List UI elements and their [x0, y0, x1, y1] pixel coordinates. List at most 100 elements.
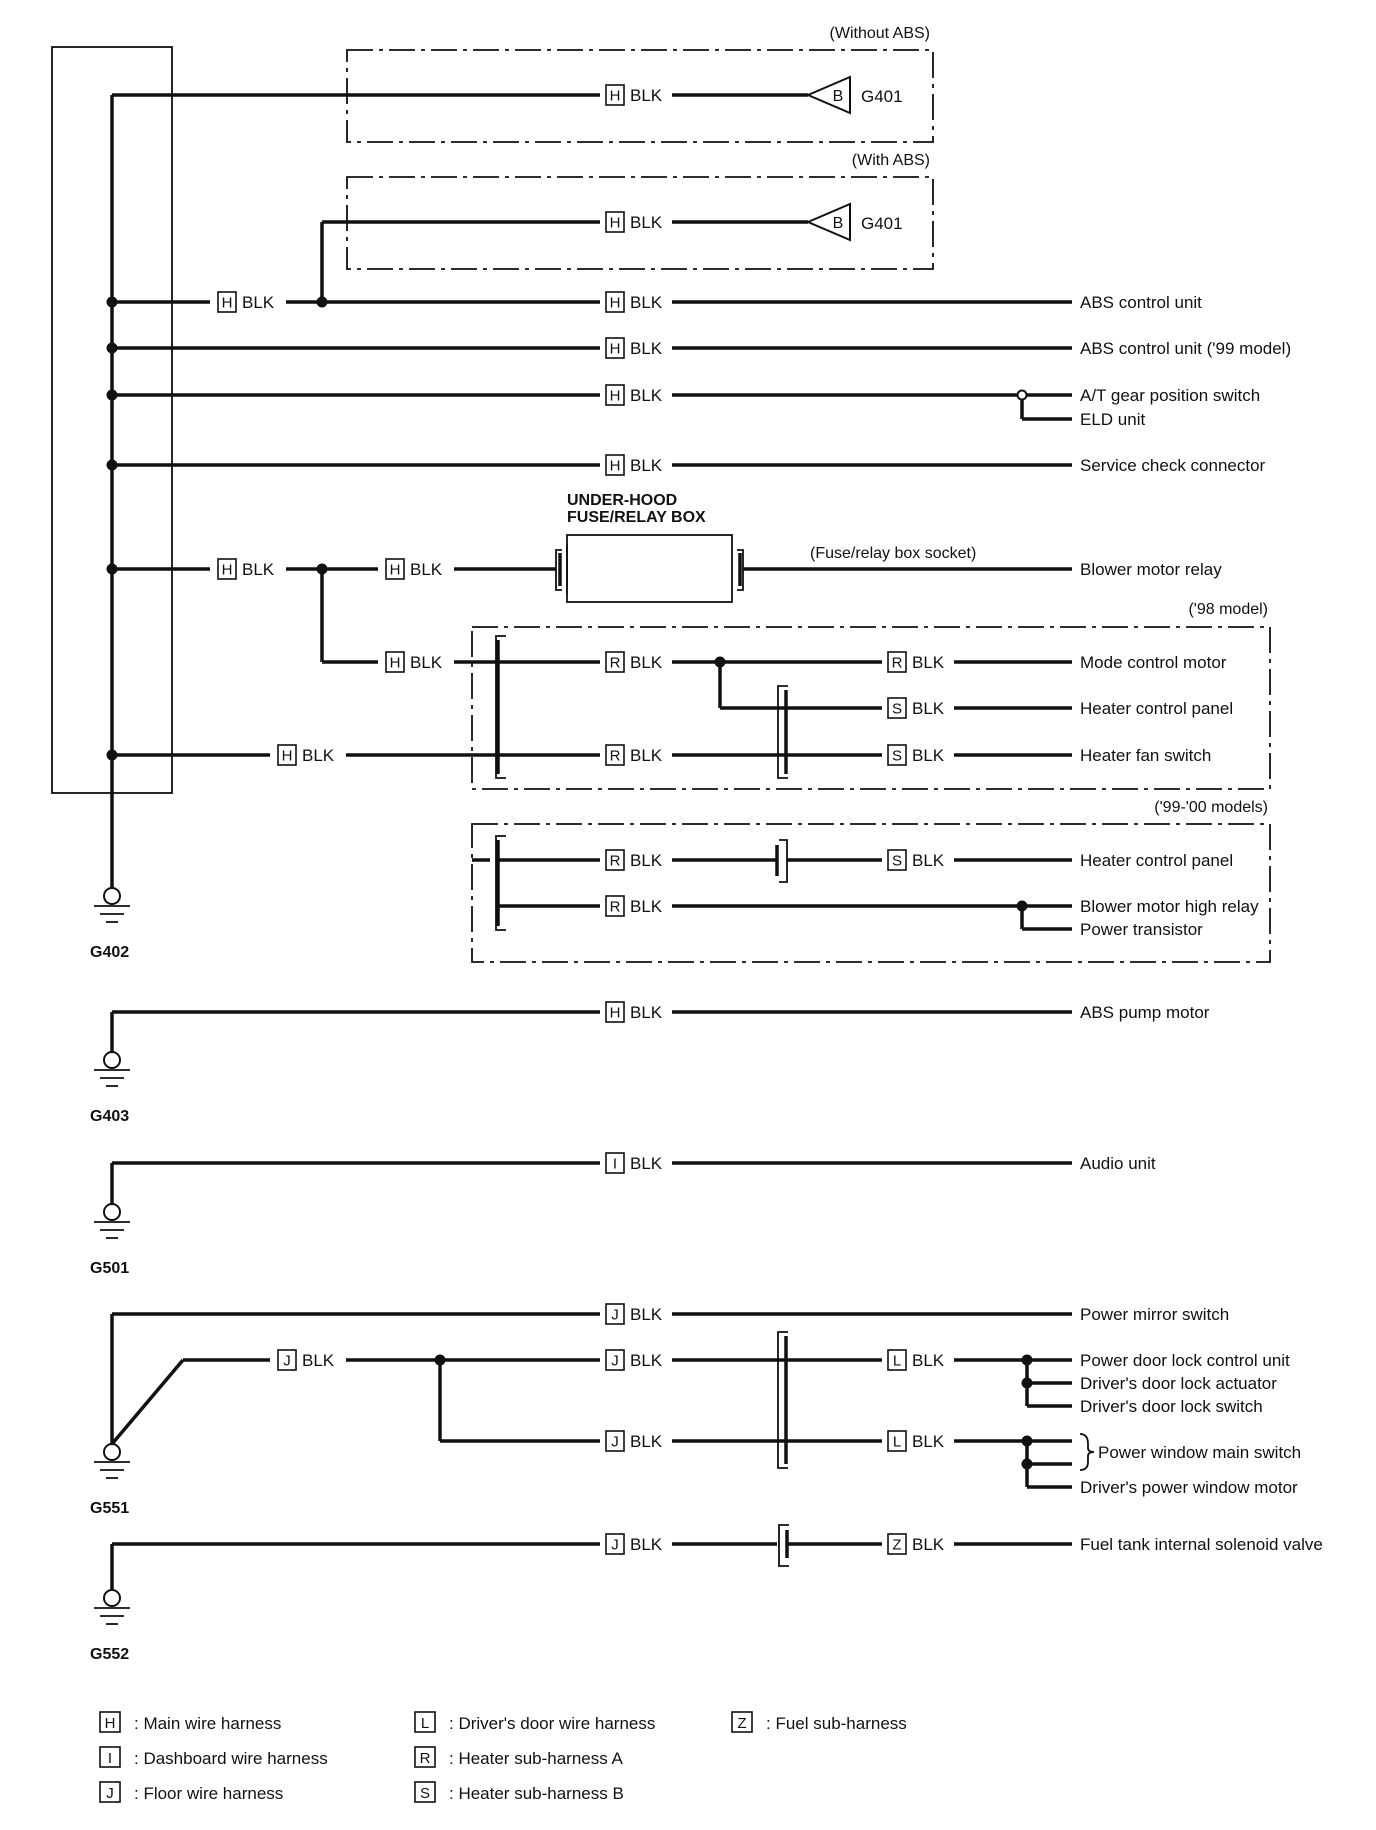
wire-color-label: BLK: [630, 213, 663, 232]
section-label-without-abs: (Without ABS): [830, 25, 930, 42]
dest-blower-motor-high-relay: Blower motor high relay: [1080, 897, 1259, 916]
ground-symbol-g401-b: B: [805, 202, 851, 242]
wire-color-label: BLK: [630, 897, 663, 916]
ground-symbol-g401-a: B: [805, 75, 851, 115]
harness-code: R: [892, 655, 903, 672]
wire-color-label: BLK: [912, 1351, 945, 1370]
harness-code: L: [893, 1434, 901, 1451]
harness-code: J: [611, 1353, 619, 1370]
dest-blower-motor-relay: Blower motor relay: [1080, 560, 1222, 579]
dest-power-window-main-switch: Power window main switch: [1098, 1443, 1301, 1462]
dest-heater-control-panel-99: Heater control panel: [1080, 851, 1233, 870]
section-99-00-models: ('99-'00 models): [471, 799, 1271, 963]
wire-color-label: BLK: [630, 1432, 663, 1451]
dest-heater-control-panel-98: Heater control panel: [1080, 699, 1233, 718]
harness-code: L: [893, 1353, 901, 1370]
wire-color-label: BLK: [410, 560, 443, 579]
harness-code: H: [610, 215, 621, 232]
harness-code: I: [613, 1156, 617, 1173]
harness-code: H: [222, 295, 233, 312]
section-label-with-abs: (With ABS): [852, 152, 930, 169]
wire-color-label: BLK: [302, 746, 335, 765]
harness-code: H: [390, 562, 401, 579]
dest-mode-control-motor: Mode control motor: [1080, 653, 1227, 672]
harness-code: H: [390, 655, 401, 672]
wire-color-label: BLK: [912, 699, 945, 718]
legend-item: Z : Fuel sub-harness: [731, 1711, 907, 1733]
legend-item: L : Driver's door wire harness: [414, 1711, 655, 1733]
svg-text:: Heater sub-harness B: : Heater sub-harness B: [449, 1784, 624, 1803]
harness-code: H: [610, 341, 621, 358]
wire-color-label: BLK: [630, 339, 663, 358]
wire-color-label: BLK: [912, 1535, 945, 1554]
svg-text:: Main wire harness: : Main wire harness: [134, 1714, 281, 1733]
harness-code: H: [610, 458, 621, 475]
ground-label-g501: G501: [90, 1260, 129, 1277]
harness-code: J: [611, 1537, 619, 1554]
fuse-box-title-2: FUSE/RELAY BOX: [567, 509, 706, 526]
dest-drivers-door-lock-switch: Driver's door lock switch: [1080, 1397, 1263, 1416]
destination-labels: ABS control unit ABS control unit ('99 m…: [1080, 293, 1323, 1554]
svg-text:H: H: [105, 1715, 116, 1732]
wire-color-label: BLK: [242, 560, 275, 579]
dest-at-gear-position-switch: A/T gear position switch: [1080, 386, 1260, 405]
harness-code: R: [610, 655, 621, 672]
ground-symbol-g551: [94, 1443, 130, 1479]
ground-label-g403: G403: [90, 1108, 129, 1125]
wire-color-label: BLK: [630, 851, 663, 870]
svg-text:L: L: [421, 1715, 429, 1732]
legend-item: R : Heater sub-harness A: [414, 1746, 624, 1768]
harness-marker: H BLK: [602, 453, 672, 477]
dest-abs-control-unit-99: ABS control unit ('99 model): [1080, 339, 1291, 358]
under-hood-fuse-relay-box: [555, 534, 744, 603]
harness-code: H: [610, 295, 621, 312]
harness-code: J: [611, 1307, 619, 1324]
harness-code: S: [892, 853, 902, 870]
section-label-99-00-models: ('99-'00 models): [1154, 799, 1268, 816]
wire-color-label: BLK: [242, 293, 275, 312]
ground-label-g552: G552: [90, 1646, 129, 1663]
harness-marker: H BLK: [602, 336, 672, 360]
svg-text:: Fuel sub-harness: : Fuel sub-harness: [766, 1714, 907, 1733]
dest-abs-pump-motor: ABS pump motor: [1080, 1003, 1210, 1022]
wire-color-label: BLK: [630, 293, 663, 312]
harness-code: H: [610, 1005, 621, 1022]
wire-color-label: BLK: [912, 746, 945, 765]
svg-text:: Heater sub-harness A: : Heater sub-harness A: [449, 1749, 624, 1768]
harness-code: R: [610, 853, 621, 870]
wire-color-label: BLK: [630, 456, 663, 475]
wire-color-label: BLK: [302, 1351, 335, 1370]
ground-symbol-g552: [94, 1589, 130, 1625]
section-label-98-model: ('98 model): [1188, 601, 1268, 618]
dest-drivers-power-window-motor: Driver's power window motor: [1080, 1478, 1298, 1497]
ground-label-g401-a: G401: [861, 87, 903, 106]
harness-legend: H : Main wire harness I : Dashboard wire…: [99, 1711, 907, 1803]
dest-heater-fan-switch: Heater fan switch: [1080, 746, 1211, 765]
wire-color-label: BLK: [912, 851, 945, 870]
fuse-box-socket-label: (Fuse/relay box socket): [810, 545, 976, 562]
legend-item: S : Heater sub-harness B: [414, 1781, 624, 1803]
harness-marker: H BLK: [382, 557, 452, 581]
harness-code: J: [283, 1353, 291, 1370]
legend-item: I : Dashboard wire harness: [99, 1746, 328, 1768]
dest-eld-unit: ELD unit: [1080, 410, 1145, 429]
wire-color-label: BLK: [630, 86, 663, 105]
harness-marker: S BLK: [884, 848, 954, 872]
harness-code: R: [610, 899, 621, 916]
harness-marker: H BLK: [214, 290, 284, 314]
wire-color-label: BLK: [630, 386, 663, 405]
dest-power-mirror-switch: Power mirror switch: [1080, 1305, 1229, 1324]
dest-power-door-lock-control-unit: Power door lock control unit: [1080, 1351, 1290, 1370]
